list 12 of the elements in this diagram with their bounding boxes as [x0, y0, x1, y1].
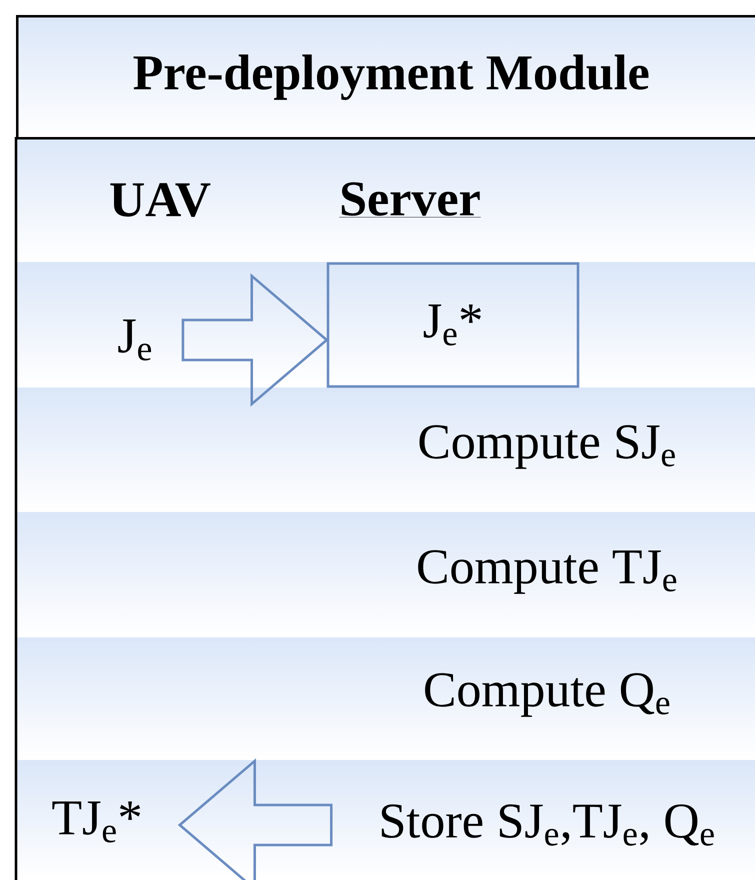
step-label: Compute SJ$_{e}$ — [420, 425, 675, 469]
node-label: TJ$_{e}$* — [52, 802, 140, 843]
column-heading: UAV — [110, 183, 210, 217]
header-band: Pre-deployment Module — [16, 15, 755, 140]
process-box: J$_{e}$* — [326, 262, 580, 388]
node-label: J$_{e}$ — [118, 320, 152, 360]
block-arrow — [178, 758, 333, 880]
step-label: Compute Q$_{e}$ — [425, 673, 670, 717]
node-label: Store SJ$_{e}$,TJ$_{e}$, Q$_{e}$ — [382, 804, 714, 846]
column-heading: Server — [339, 182, 481, 218]
step-label: Compute TJ$_{e}$ — [418, 550, 676, 594]
block-arrow — [182, 273, 329, 407]
